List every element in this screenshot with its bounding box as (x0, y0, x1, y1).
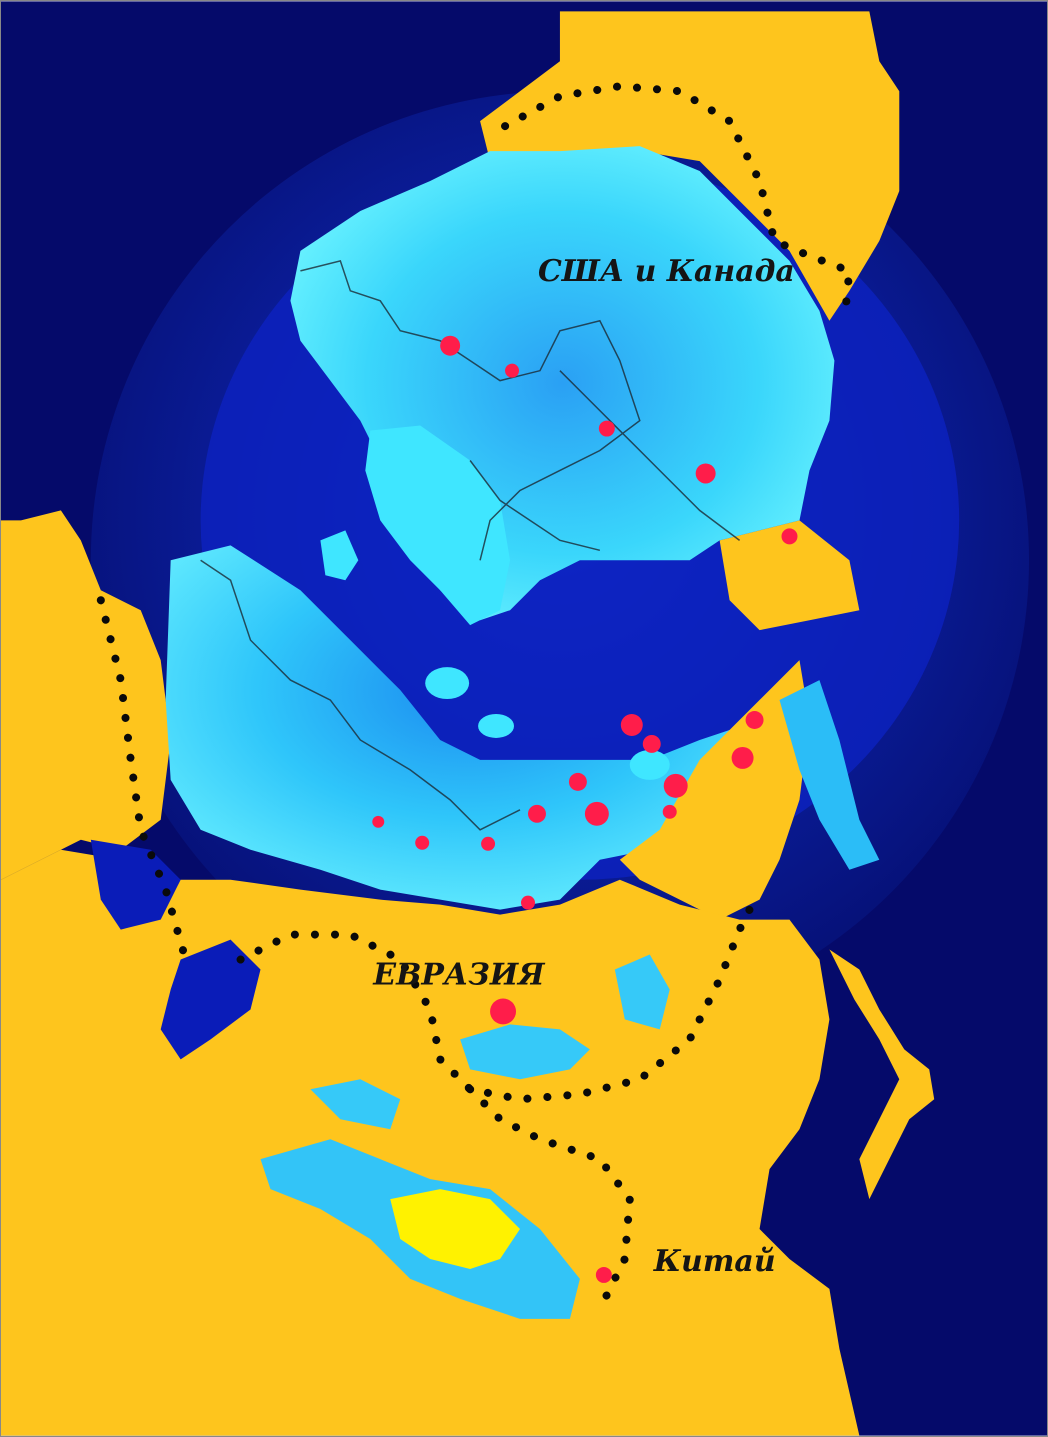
marker-center-5 (781, 528, 798, 545)
mid-glacier (310, 1079, 401, 1130)
marker-center-11 (731, 746, 754, 769)
island-greenland (365, 425, 511, 626)
marker-center-19 (490, 998, 517, 1025)
marker-center-2 (505, 363, 520, 378)
marker-center-18 (521, 895, 535, 910)
marker-center-6 (620, 714, 643, 736)
marker-center-7 (642, 734, 661, 753)
marker-center-1 (440, 335, 461, 356)
north-america-land (480, 11, 900, 321)
japan-islands (829, 949, 935, 1200)
far-east-land (619, 660, 810, 920)
label-eurasia: ЕВРАЗИЯ (372, 957, 546, 992)
eurasia-boundary (96, 596, 190, 964)
marker-center-8 (568, 772, 587, 791)
marker-center-15 (415, 835, 430, 850)
marker-center-4 (695, 463, 716, 484)
label-china: Китай (653, 1244, 776, 1279)
far-east-ice (779, 680, 880, 870)
arctic-island-3 (629, 749, 670, 780)
marker-center-16 (372, 815, 385, 828)
caspian-sea (160, 939, 261, 1060)
eurasia-land (1, 849, 860, 1436)
eurasia-ice-sheet (165, 545, 770, 910)
east-glacier (614, 954, 670, 1030)
arctic-island-1 (425, 667, 470, 700)
black-sea (90, 839, 181, 930)
coastline-outlines (200, 259, 741, 831)
marker-center-10 (663, 773, 688, 798)
marker-center-17 (662, 804, 677, 819)
label-north-america: США и Канада (538, 254, 795, 289)
marker-center-20 (595, 1266, 612, 1283)
marker-center-3 (598, 420, 615, 437)
dotted-boundaries (96, 82, 854, 1303)
tibet-lake (390, 1189, 521, 1269)
centers (372, 335, 798, 1283)
marker-center-9 (584, 801, 609, 826)
marker-center-13 (527, 804, 546, 823)
marker-center-14 (481, 836, 496, 851)
marker-center-12 (745, 711, 764, 729)
baikal-glacier (460, 1024, 590, 1080)
arctic-island-2 (478, 714, 515, 738)
island-small-1 (320, 530, 359, 581)
china-boundary (466, 1085, 634, 1303)
east-coast-land (719, 520, 860, 631)
west-europe-land (1, 510, 171, 880)
